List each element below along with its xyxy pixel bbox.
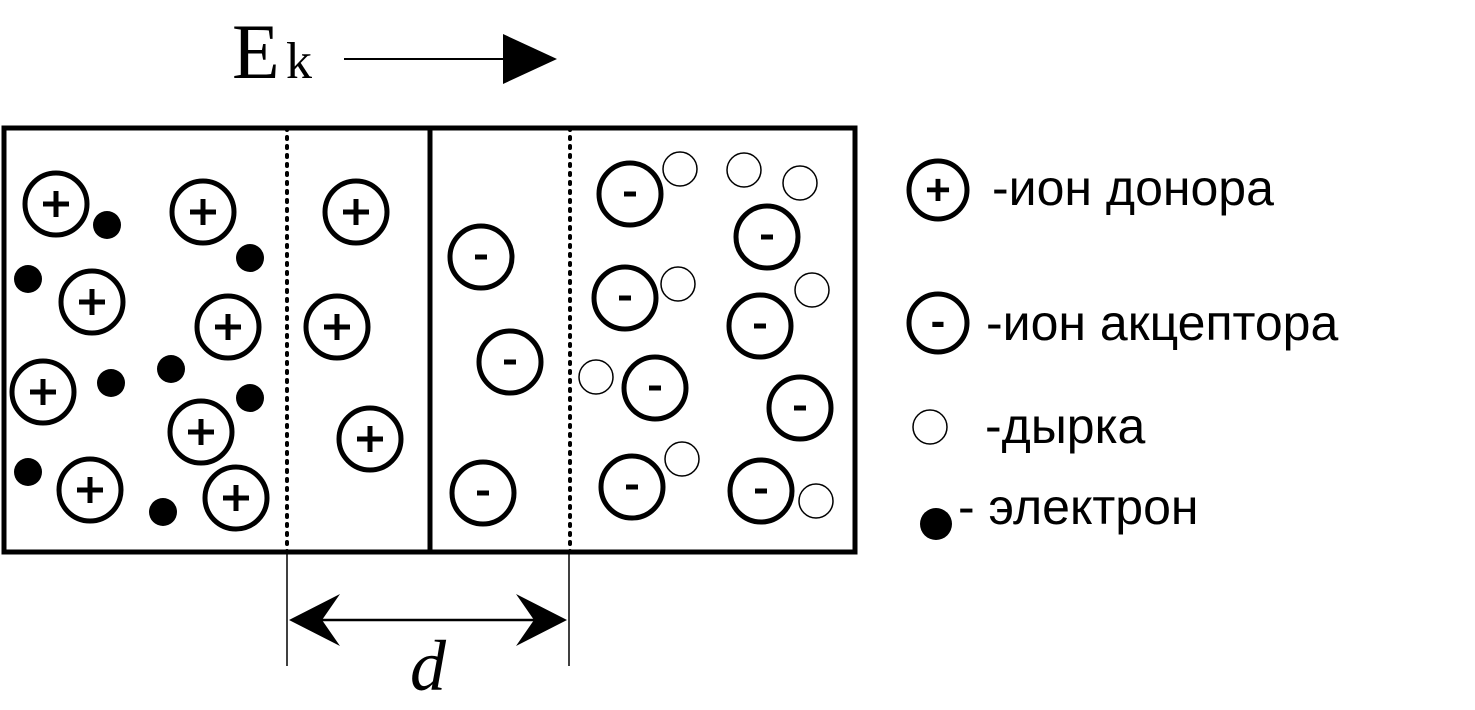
donor-ion [58,268,126,336]
donor-ion [194,293,262,361]
acceptor-ion [591,264,659,332]
legend-acceptor-icon [906,291,970,355]
acceptor-ion [726,292,794,360]
electron [93,211,121,239]
hole [782,165,818,201]
acceptor-ion [727,457,795,525]
electron [14,458,42,486]
donor-ion [303,293,371,361]
hole [794,272,830,308]
legend-hole-text: -дырка [985,398,1146,454]
depletion-width-dimension: d [286,552,570,706]
hole [660,266,696,302]
legend-acceptor-text: -ион акцептора [986,295,1338,351]
electron [14,265,42,293]
electron [236,244,264,272]
donor-ion [167,398,235,466]
donor-ion [336,405,404,473]
electron [236,384,264,412]
electron [157,355,185,383]
donor-ion [9,358,77,426]
donor-ion [22,170,90,238]
donor-ion [169,178,237,246]
donor-ion [56,456,124,524]
legend-electron-icon [920,508,952,540]
svg-text:-: - [931,297,946,346]
field-arrow [344,34,557,84]
electrons [14,211,264,526]
acceptor-ion [621,354,689,422]
acceptor-ion [447,223,515,291]
depletion-width-label: d [410,626,447,706]
hole [798,483,834,519]
acceptor-ion [598,453,666,521]
legend-electron-text: - электрон [958,479,1199,535]
field-subscript: k [286,33,312,90]
acceptor-ion [449,459,517,527]
acceptor-ions [447,160,834,527]
hole [578,359,614,395]
legend: + -ион донора - -ион акцептора -дырка - … [906,158,1338,540]
electron [149,498,177,526]
legend-donor: + -ион донора [906,158,1274,222]
legend-hole-icon [912,409,948,445]
donor-ions [9,170,404,532]
legend-acceptor: - -ион акцептора [906,291,1338,355]
donor-ion [322,178,390,246]
field-label: E k [232,8,312,95]
legend-hole: -дырка [912,398,1146,454]
donor-ion [202,464,270,532]
acceptor-ion [476,328,544,396]
electron [97,369,125,397]
acceptor-ion [733,203,801,271]
legend-electron: - электрон [920,479,1199,540]
svg-text:+: + [925,166,951,215]
hole [664,441,700,477]
acceptor-ion [766,374,834,442]
field-symbol: E [232,8,280,95]
legend-donor-text: -ион донора [992,160,1274,216]
acceptor-ion [596,160,664,228]
hole [662,151,698,187]
hole [726,152,762,188]
holes [578,151,834,519]
legend-donor-icon [906,158,970,222]
